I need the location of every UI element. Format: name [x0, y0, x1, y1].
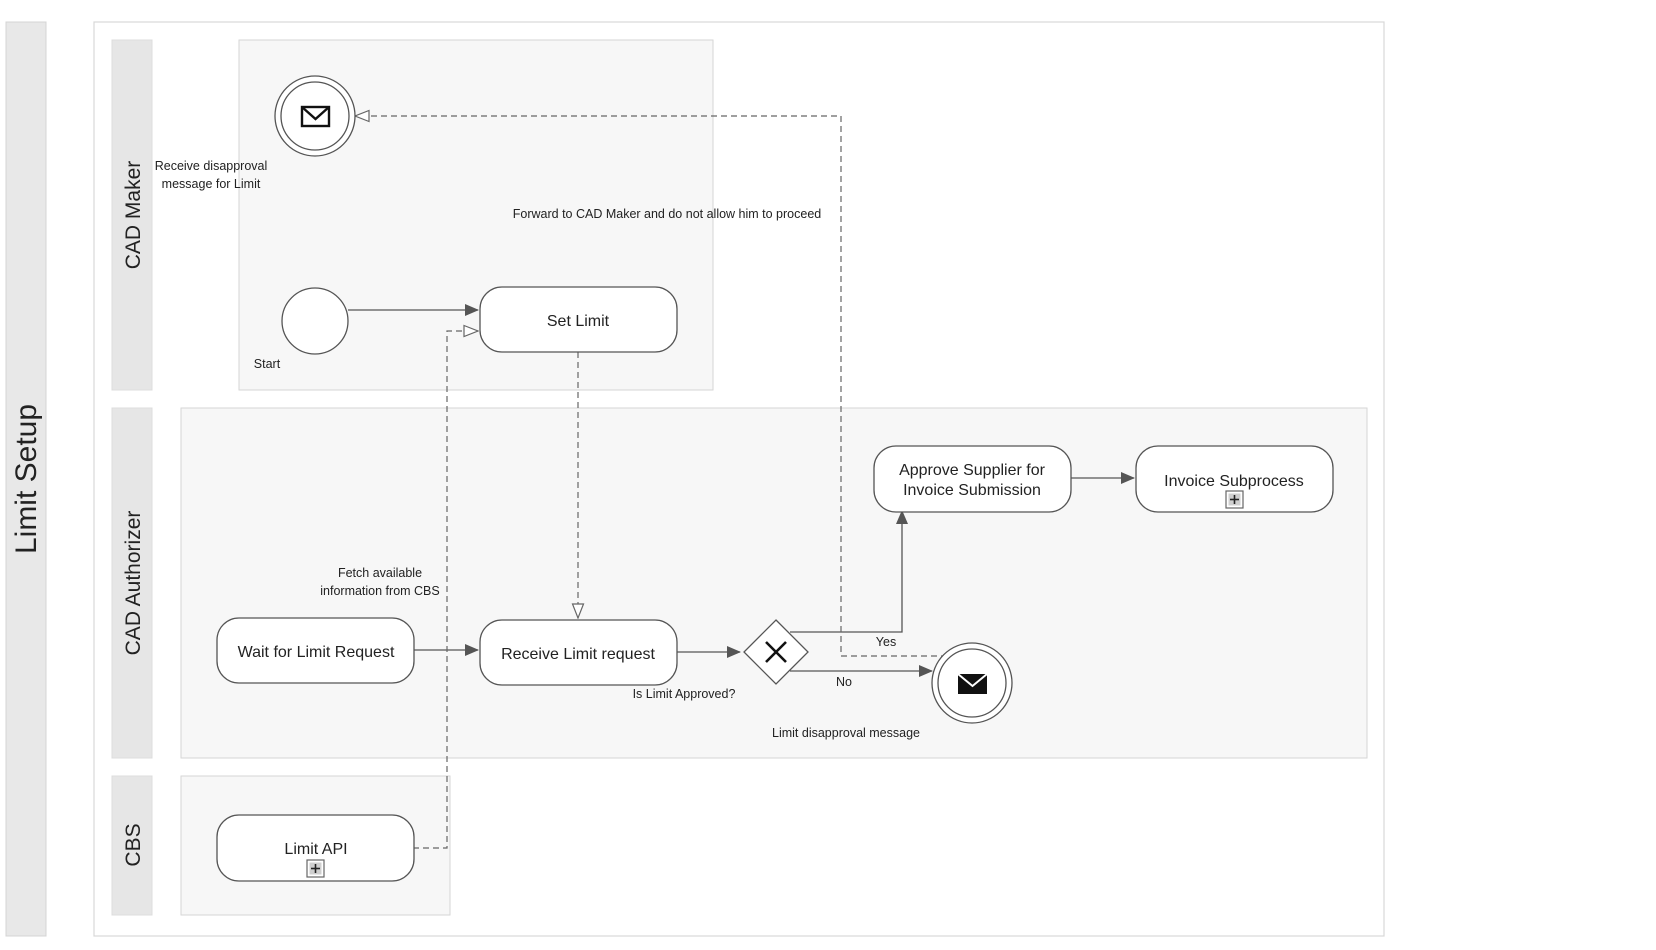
start-event[interactable]	[281, 287, 349, 355]
subprocess-invoice[interactable]: Invoice Subprocess	[1135, 445, 1334, 513]
message-flow-limit-api-to-set-limit	[413, 331, 478, 849]
task-receive-label: Receive Limit request	[501, 646, 655, 663]
lane-label-band-cad-maker	[111, 39, 153, 391]
lane-label-band-cad-authorizer	[111, 407, 153, 759]
gateway-label: Is Limit Approved?	[633, 687, 736, 701]
task-wait-for-limit-request[interactable]: Wait for Limit Request	[216, 617, 415, 684]
envelope-filled-icon	[957, 673, 988, 694]
intermediate-catch-event[interactable]	[274, 75, 356, 157]
lane-label-band-cbs	[111, 775, 153, 916]
receive-disapproval-label-line1: Receive disapproval	[155, 159, 268, 173]
flow-label-fetch-line2: information from CBS	[320, 584, 439, 598]
pool: Limit Setup	[5, 21, 1385, 937]
envelope-icon	[300, 105, 331, 128]
sequence-flows	[348, 304, 1135, 677]
expand-subprocess-icon[interactable]	[1225, 490, 1244, 509]
flow-gateway-yes	[790, 510, 908, 633]
x-icon	[765, 641, 787, 663]
task-set-limit[interactable]: Set Limit	[479, 286, 678, 353]
lane-title-cad-authorizer: CAD Authorizer	[122, 511, 145, 656]
task-approve-label-line1: Approve Supplier for	[899, 462, 1046, 479]
exclusive-gateway[interactable]	[743, 619, 809, 685]
flow-label-forward: Forward to CAD Maker and do not allow hi…	[513, 207, 822, 221]
flow-label-fetch-line1: Fetch available	[338, 566, 422, 580]
expand-subprocess-icon[interactable]	[306, 859, 325, 878]
subprocess-limit-api-label: Limit API	[284, 841, 347, 858]
flow-label-yes: Yes	[876, 635, 896, 649]
lane-title-cbs: CBS	[122, 823, 145, 866]
task-receive-limit-request[interactable]: Receive Limit request	[479, 619, 678, 686]
subprocess-invoice-label: Invoice Subprocess	[1164, 473, 1304, 490]
pool-outer-border	[93, 21, 1385, 937]
task-approve-supplier[interactable]: Approve Supplier for Invoice Submission	[873, 445, 1072, 513]
subprocess-limit-api[interactable]: Limit API	[216, 814, 415, 882]
end-message-event[interactable]	[931, 642, 1013, 724]
start-event-label: Start	[254, 357, 281, 371]
task-wait-label: Wait for Limit Request	[238, 644, 395, 661]
pool-label-band	[5, 21, 47, 937]
task-set-limit-label: Set Limit	[547, 313, 610, 330]
lane-title-cad-maker: CAD Maker	[122, 161, 145, 270]
flow-label-no: No	[836, 675, 852, 689]
pool-title: Limit Setup	[10, 404, 43, 554]
task-approve-label-line2: Invoice Submission	[903, 482, 1041, 499]
limit-disapproval-label: Limit disapproval message	[772, 726, 920, 740]
receive-disapproval-label-line2: message for Limit	[162, 177, 261, 191]
